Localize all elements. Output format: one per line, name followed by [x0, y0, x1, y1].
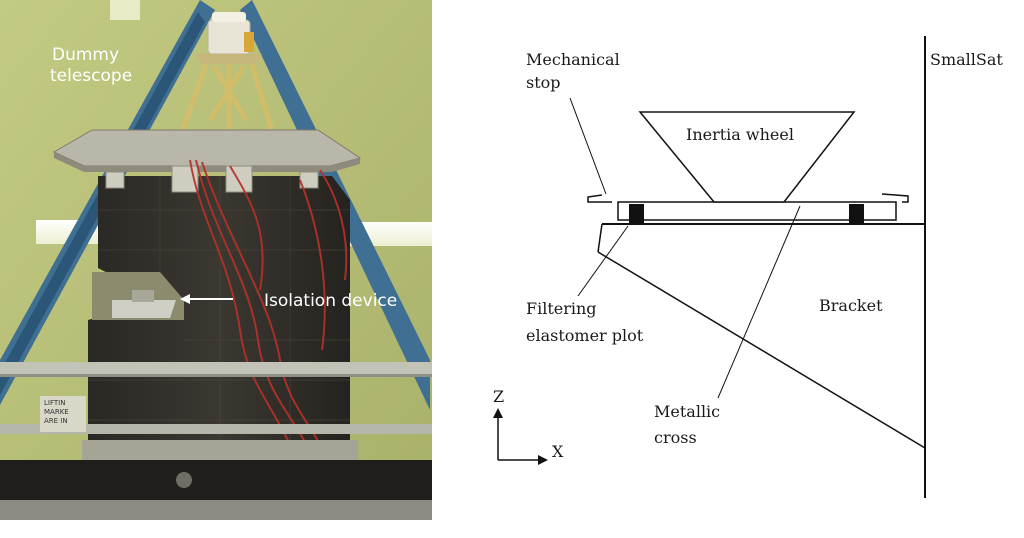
label-metallic-line1: Metallic	[654, 402, 721, 421]
bracket-diagonal	[597, 251, 926, 449]
mechanical-stop-right	[881, 193, 909, 203]
body-panel-grid	[88, 176, 350, 448]
base-fixture	[82, 440, 358, 460]
label-mechanical-stop-line2: stop	[526, 73, 561, 92]
mounting-brackets	[105, 165, 319, 193]
isolation-device-shape	[112, 300, 176, 318]
bench-rail	[0, 500, 432, 520]
label-smallsat: SmallSat	[930, 50, 1003, 69]
lifting-placard	[40, 396, 86, 432]
label-axis-x: X	[552, 442, 564, 461]
schematic-drawing	[493, 36, 926, 498]
leader-filtering-elastomer	[577, 225, 629, 297]
ceiling-light	[110, 0, 140, 20]
x-axis-arrowhead	[538, 455, 548, 465]
test-setup-photo: Dummy telescope Isolation device LIFTIN …	[0, 0, 432, 520]
leader-metallic-cross	[717, 205, 801, 399]
label-filtering-line2: elastomer plot	[526, 326, 644, 345]
leader-mechanical-stop	[569, 97, 607, 195]
placard-line-1: LIFTIN	[44, 399, 66, 407]
telescope-cap	[212, 12, 246, 22]
label-dummy-telescope-line1: Dummy	[52, 45, 120, 65]
label-dummy-telescope-line2: telescope	[50, 66, 133, 86]
top-plate-edge	[54, 152, 360, 172]
label-axis-z: Z	[493, 387, 505, 406]
mechanical-stop-left	[587, 194, 612, 203]
elastomer-plot-right	[849, 204, 864, 224]
isolation-device-hub	[132, 290, 154, 302]
label-metallic-line2: cross	[654, 428, 697, 447]
label-inertia-wheel: Inertia wheel	[686, 125, 794, 144]
label-bracket: Bracket	[819, 296, 883, 315]
telescope-tripod	[179, 63, 275, 133]
inertia-wheel-shape	[638, 111, 856, 203]
schematic-diagram: Mechanical stop Inertia wheel SmallSat B…	[432, 0, 1024, 538]
placard-text: LIFTIN MARKE ARE IN	[44, 399, 69, 426]
top-plate	[52, 129, 362, 167]
guard-rail-middle	[0, 424, 432, 434]
placard-line-2: MARKE	[44, 408, 69, 416]
telescope-mount	[196, 54, 262, 64]
elastomer-plot-left	[629, 204, 644, 224]
isolation-arrow-head	[180, 294, 190, 304]
guard-rail-upper-shade	[0, 374, 432, 377]
placard-line-3: ARE IN	[44, 417, 68, 425]
z-axis-arrowhead	[493, 408, 503, 418]
telescope-cylinder	[207, 19, 251, 55]
telescope-bracket	[244, 32, 254, 52]
label-isolation-device: Isolation device	[264, 291, 398, 311]
bracket-front-edge	[597, 223, 603, 253]
guard-rail-upper	[0, 362, 432, 376]
photo-illustration	[0, 0, 432, 520]
bench-knob	[176, 472, 192, 488]
label-filtering-line1: Filtering	[526, 299, 597, 318]
label-mechanical-stop-line1: Mechanical	[526, 50, 620, 69]
